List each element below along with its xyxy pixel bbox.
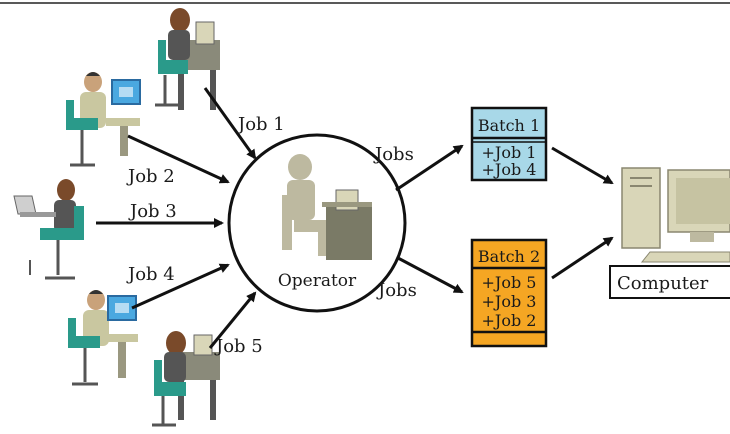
batch-2-box: Batch 2 +Job 5 +Job 3 +Job 2 xyxy=(470,238,548,348)
job-2-label: Job 2 xyxy=(126,166,175,187)
batch-1-box: Batch 1 +Job 1 +Job 4 xyxy=(470,106,548,182)
user-5-icon xyxy=(152,331,220,427)
arrow-batch-1-to-computer xyxy=(551,146,614,185)
arrow-to-batch-1 xyxy=(395,144,464,192)
computer-icon xyxy=(621,167,730,263)
batch-2-title: Batch 2 xyxy=(478,247,540,266)
user-3-icon xyxy=(13,179,84,280)
arrow-to-batch-2 xyxy=(397,256,464,294)
batch-1-item: +Job 4 xyxy=(482,160,537,179)
job-4-label: Job 4 xyxy=(126,264,175,285)
batch-1-item: +Job 1 xyxy=(482,143,537,162)
operator-node: Operator xyxy=(227,133,407,313)
jobs-label-batch-2: Jobs xyxy=(376,280,417,301)
batch-2-item: +Job 5 xyxy=(482,273,537,292)
job-5-label: Job 5 xyxy=(214,336,263,357)
arrow-job-2 xyxy=(127,134,230,184)
arrow-job-4 xyxy=(131,263,230,310)
job-3-label: Job 3 xyxy=(128,201,177,222)
arrow-batch-2-to-computer xyxy=(551,236,614,280)
batch-1-title: Batch 1 xyxy=(478,116,540,135)
operator-icon xyxy=(282,154,372,260)
arrow-job-5 xyxy=(208,291,257,349)
batch-2-item: +Job 2 xyxy=(482,311,537,330)
batch-2-item: +Job 3 xyxy=(482,292,537,311)
jobs-label-batch-1: Jobs xyxy=(373,144,414,165)
user-4-icon xyxy=(68,290,138,386)
computer-label-box: Computer xyxy=(609,265,730,299)
user-2-icon xyxy=(66,72,141,167)
computer-label: Computer xyxy=(617,273,709,294)
job-1-label: Job 1 xyxy=(236,114,285,135)
arrow-job-1 xyxy=(203,87,257,160)
user-1-icon xyxy=(155,8,220,110)
operator-label: Operator xyxy=(278,271,357,291)
